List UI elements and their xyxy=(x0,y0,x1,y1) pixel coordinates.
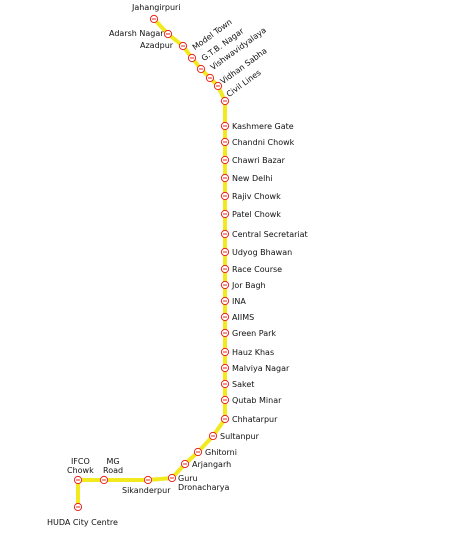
station-label-line: Guru xyxy=(178,474,198,483)
station-label: Race Course xyxy=(232,265,283,274)
station-marker xyxy=(220,328,230,338)
station-marker xyxy=(220,173,230,183)
station-label: Rajiv Chowk xyxy=(232,192,281,201)
station-label: Arjangarh xyxy=(192,460,232,469)
station-marker xyxy=(220,414,230,424)
station-marker xyxy=(73,502,83,512)
station-marker xyxy=(220,137,230,147)
metro-line-route xyxy=(76,17,227,509)
station-label-line: Road xyxy=(103,466,124,475)
station-marker xyxy=(220,296,230,306)
station-label: Jahangirpuri xyxy=(132,3,181,12)
station-label: Jor Bagh xyxy=(232,281,266,290)
station-label: Azadpur xyxy=(140,41,174,50)
station-marker xyxy=(220,191,230,201)
station-label: New Delhi xyxy=(232,174,273,183)
station-label: Kashmere Gate xyxy=(232,122,294,131)
station-marker xyxy=(220,264,230,274)
station-markers xyxy=(73,14,230,512)
station-label: Chawri Bazar xyxy=(232,156,285,165)
station-label-line: Dronacharya xyxy=(178,483,230,492)
station-label-line: MG xyxy=(106,457,120,466)
station-label: Sikanderpur xyxy=(122,486,171,495)
station-label: INA xyxy=(232,297,246,306)
station-label: Hauz Khas xyxy=(232,348,275,357)
station-marker xyxy=(220,312,230,322)
station-marker xyxy=(220,209,230,219)
station-marker xyxy=(205,73,215,83)
station-marker xyxy=(193,447,203,457)
station-label-line: IFCO xyxy=(70,457,90,466)
station-label: Qutab Minar xyxy=(232,396,282,405)
station-marker xyxy=(163,29,173,39)
station-marker xyxy=(180,459,190,469)
station-label: HUDA City Centre xyxy=(47,518,118,527)
station-marker xyxy=(208,431,218,441)
station-marker xyxy=(220,379,230,389)
station-label: Adarsh Nagar xyxy=(109,29,164,38)
station-marker xyxy=(220,395,230,405)
station-label: Patel Chowk xyxy=(232,210,281,219)
station-label: Malviya Nagar xyxy=(232,364,290,373)
station-label: Green Park xyxy=(232,329,277,338)
station-marker xyxy=(149,14,159,24)
station-label: Saket xyxy=(232,380,255,389)
station-label: Central Secretariat xyxy=(232,230,308,239)
station-marker xyxy=(220,96,230,106)
station-label: AIIMS xyxy=(232,313,255,322)
station-marker xyxy=(220,121,230,131)
station-marker xyxy=(167,473,177,483)
station-marker xyxy=(220,155,230,165)
station-marker xyxy=(220,229,230,239)
station-label: Udyog Bhawan xyxy=(232,248,293,257)
station-marker xyxy=(220,280,230,290)
station-label-line: Chowk xyxy=(67,466,94,475)
station-marker xyxy=(187,53,197,63)
station-marker xyxy=(143,475,153,485)
station-marker xyxy=(213,81,223,91)
station-marker xyxy=(73,475,83,485)
station-marker xyxy=(220,363,230,373)
station-marker xyxy=(178,41,188,51)
station-marker xyxy=(196,64,206,74)
station-marker xyxy=(99,475,109,485)
station-label: Ghitorni xyxy=(205,448,237,457)
station-marker xyxy=(220,347,230,357)
station-label: Chhatarpur xyxy=(232,415,278,424)
station-label: Sultanpur xyxy=(220,432,259,441)
station-marker xyxy=(220,247,230,257)
station-label: Chandni Chowk xyxy=(232,138,295,147)
